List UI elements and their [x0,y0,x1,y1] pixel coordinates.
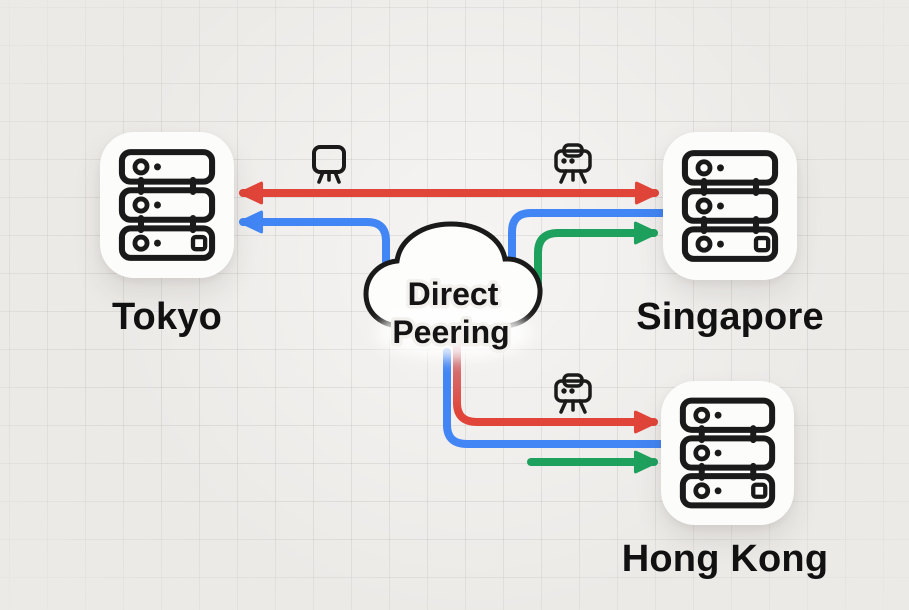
cloud-label-line1: Direct [408,276,499,312]
node-label-hongkong: Hong Kong [621,538,829,580]
router-icon [554,143,592,184]
node-card-tokyo [100,132,234,278]
direct-peering-hub: Direct Peering [363,221,543,359]
server-rack-icon [681,150,779,262]
cloud-label-line2: Peering [392,314,509,350]
node-label-tokyo: Tokyo [111,296,223,338]
edge-blue-cloud-to-hongkong [443,348,665,448]
edge-red-cloud-to-hongkong [453,330,658,434]
edge-blue-singapore-to-cloud [508,209,666,298]
edge-green-cloud-to-singapore [534,221,658,298]
edge-blue-cloud-to-tokyo [239,210,390,300]
node-label-singapore: Singapore [636,296,824,338]
presentation-screen-icon [312,145,346,184]
server-rack-icon [118,149,216,261]
cloud-glow [376,307,532,359]
node-card-singapore [663,132,797,280]
server-rack-icon [679,397,776,509]
router-icon [554,373,592,414]
node-card-hongkong [661,381,794,525]
